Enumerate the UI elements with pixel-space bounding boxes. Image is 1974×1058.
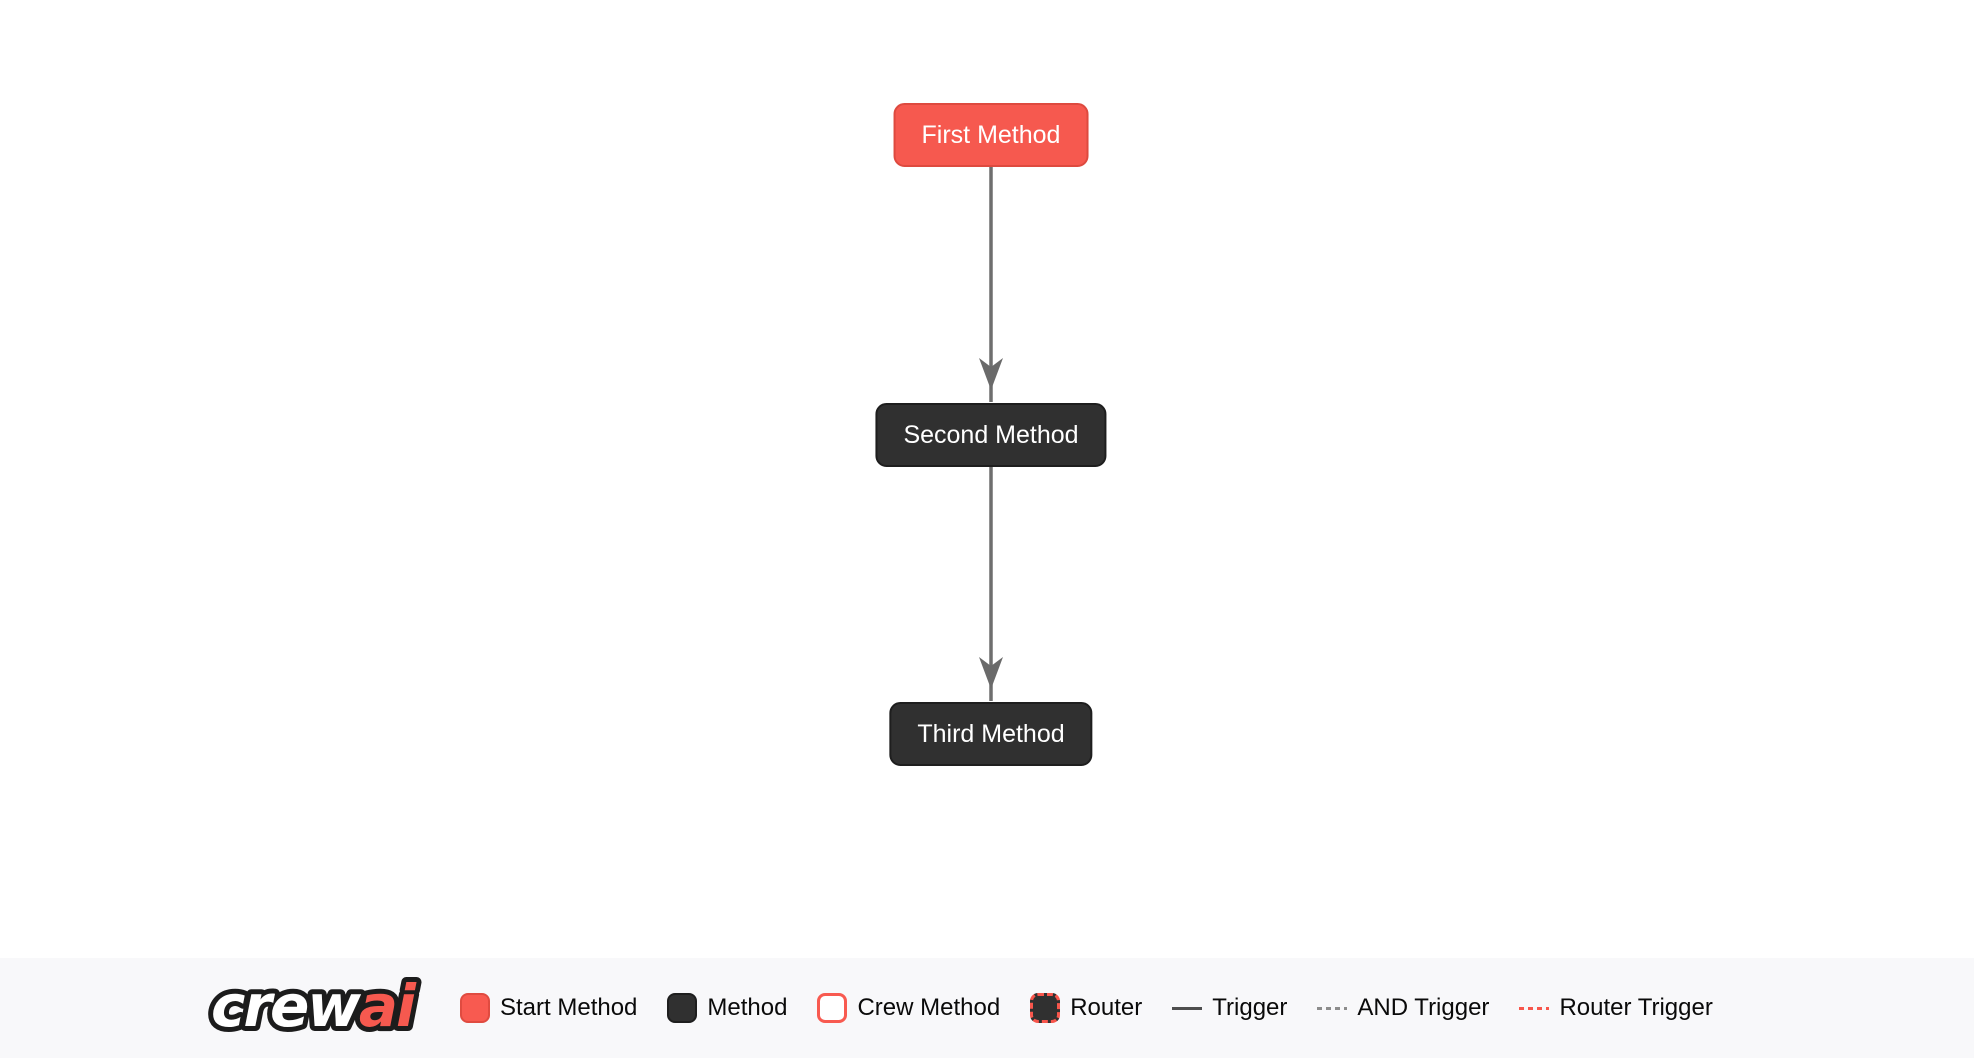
legend-label: Start Method [500,994,638,1021]
trigger-line-swatch [1172,1006,1203,1010]
legend-label: Router Trigger [1559,994,1713,1021]
legend-item-and-trigger: AND Trigger [1317,994,1489,1022]
legend-label: AND Trigger [1357,994,1490,1021]
logo-ai-text: ai [359,972,417,1040]
legend-item-trigger: Trigger [1172,994,1287,1022]
start-method-swatch [460,993,490,1023]
node-second-method[interactable]: Second Method [875,403,1107,467]
legend-item-crew-method: Crew Method [817,993,1000,1023]
node-first-method[interactable]: First Method [893,103,1089,167]
logo-crew-text: crew [211,972,361,1040]
legend-item-router: Router [1030,993,1142,1023]
legend-label: Router [1070,994,1143,1021]
crewai-logo-text: crewai [211,972,417,1040]
arrowhead-icon [979,657,1003,689]
legend-bar: crewai Start Method Method Crew Method R… [0,958,1974,1058]
flow-canvas[interactable]: First Method Second Method Third Method [0,0,1974,958]
router-swatch [1030,993,1061,1023]
legend-label: Method [707,994,788,1021]
crewai-logo: crewai [206,967,424,1045]
node-third-method[interactable]: Third Method [889,702,1093,766]
arrowhead-icon [979,358,1003,390]
router-trigger-line-swatch [1519,1006,1550,1010]
and-trigger-line-swatch [1317,1006,1348,1010]
legend-label: Crew Method [857,994,1001,1021]
legend-item-start-method: Start Method [460,993,637,1023]
legend-label: Trigger [1212,994,1288,1021]
method-swatch [667,993,698,1023]
crew-method-swatch [817,993,848,1023]
legend-item-method: Method [667,993,787,1023]
legend-item-router-trigger: Router Trigger [1519,994,1713,1022]
